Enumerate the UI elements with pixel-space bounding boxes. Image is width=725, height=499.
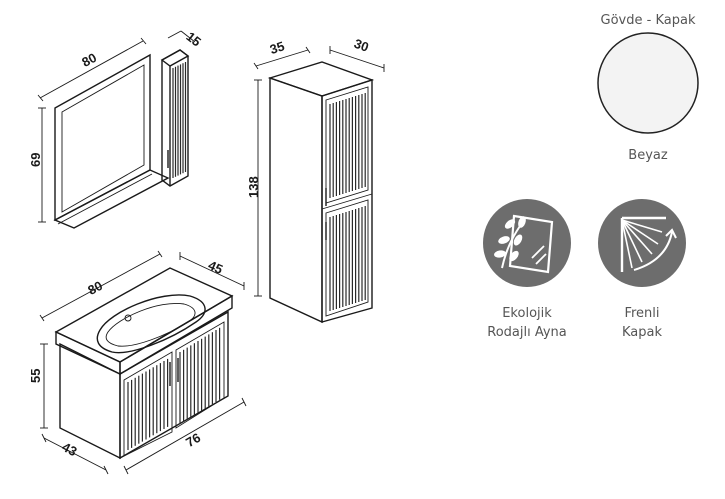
mirror-cabinet <box>53 49 190 229</box>
tall-depth-label: 30 <box>352 36 371 55</box>
soft-close-label-line1: Frenli <box>624 306 660 321</box>
eco-mirror-icon <box>483 199 571 287</box>
eco-mirror-label: Ekolojik Rodajlı Ayna <box>467 304 587 342</box>
soft-close-label-line2: Kapak <box>621 325 662 340</box>
eco-mirror-label-line1: Ekolojik <box>502 306 552 321</box>
soft-close-label: Frenli Kapak <box>592 304 692 342</box>
mirror-depth-label: 15 <box>183 29 204 50</box>
base-cabinet <box>54 267 234 460</box>
tall-height-label: 138 <box>246 176 261 198</box>
mirror-dimension-lines <box>37 30 196 223</box>
mirror-width-label: 80 <box>79 50 99 70</box>
base-dimension-lines <box>39 250 247 475</box>
eco-mirror-label-line2: Rodajlı Ayna <box>487 325 567 340</box>
tall-width-label: 35 <box>268 38 286 57</box>
base-height-label: 55 <box>28 369 43 383</box>
base-depth-label: 45 <box>206 257 225 277</box>
color-section-title: Gövde - Kapak <box>600 13 696 28</box>
base-side-depth-label: 43 <box>60 439 80 459</box>
base-front-width-label: 76 <box>183 430 203 450</box>
tall-cabinet <box>267 61 375 324</box>
color-name-label: Beyaz <box>628 148 668 163</box>
mirror-height-label: 69 <box>28 153 43 167</box>
color-swatch <box>597 32 699 134</box>
tall-dimension-lines <box>253 46 385 297</box>
base-top-width-label: 80 <box>85 278 105 298</box>
soft-close-door-icon <box>598 199 686 287</box>
